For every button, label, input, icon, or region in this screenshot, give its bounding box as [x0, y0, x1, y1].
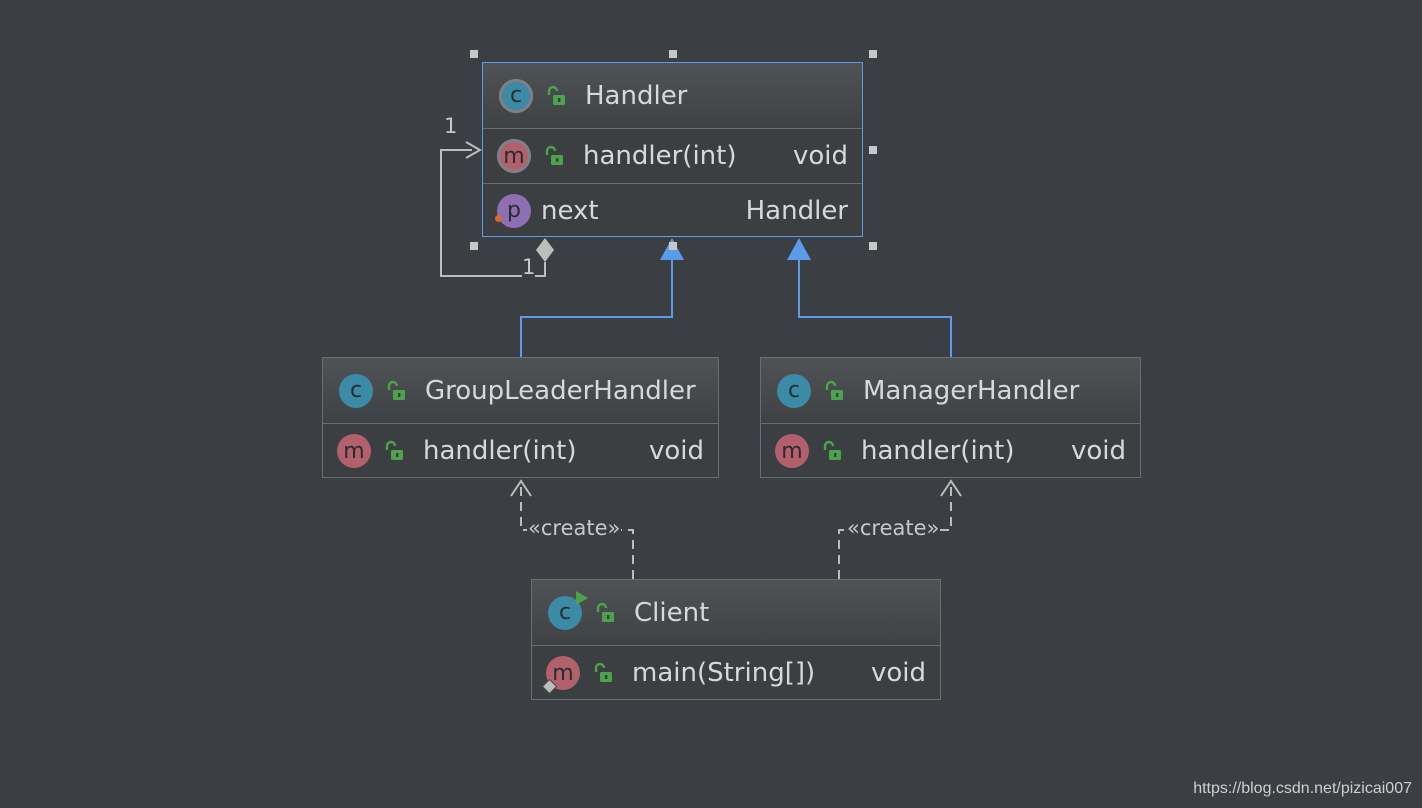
public-lock-icon — [387, 380, 405, 400]
self-association-line[interactable] — [440, 149, 546, 277]
class-header[interactable]: c GroupLeaderHandler — [323, 358, 718, 424]
create-stereotype-right: «create» — [846, 516, 941, 540]
method-return-type: void — [792, 141, 848, 171]
method-return-type: void — [870, 658, 926, 688]
method-row[interactable]: m handler(int) void — [483, 129, 862, 183]
inheritance-arrowhead-manager — [787, 238, 811, 260]
class-name: Client — [634, 597, 710, 628]
class-icon: c — [777, 373, 811, 408]
class-header[interactable]: c ManagerHandler — [761, 358, 1140, 424]
public-lock-icon — [594, 662, 612, 682]
method-row[interactable]: m handler(int) void — [761, 424, 1140, 478]
multiplicity-target: 1 — [444, 114, 458, 138]
class-header[interactable]: c Handler — [483, 63, 862, 129]
field-name: next — [541, 195, 599, 226]
static-method-icon: m — [541, 656, 580, 695]
inheritance-line-groupleader[interactable] — [520, 258, 673, 357]
self-association-arrowhead — [465, 141, 483, 159]
public-lock-icon — [596, 602, 614, 622]
create-arrowhead-left — [510, 479, 532, 497]
resize-handle-bottom-left[interactable] — [470, 242, 478, 250]
resize-handle-right[interactable] — [869, 146, 877, 154]
resize-handle-top-right[interactable] — [869, 50, 877, 58]
method-name: handler(int) — [423, 436, 577, 466]
public-lock-icon — [823, 440, 841, 460]
public-lock-icon — [385, 440, 403, 460]
class-icon: c — [339, 373, 373, 408]
resize-handle-bottom-right[interactable] — [869, 242, 877, 250]
method-row[interactable]: m handler(int) void — [323, 424, 718, 478]
class-name: ManagerHandler — [863, 375, 1080, 406]
field-icon: p — [495, 193, 531, 228]
multiplicity-source: 1 — [522, 255, 536, 279]
resize-handle-bottom[interactable] — [669, 242, 677, 250]
public-lock-icon — [547, 85, 565, 105]
create-stereotype-left: «create» — [527, 516, 622, 540]
class-name: Handler — [585, 80, 688, 111]
method-row[interactable]: m main(String[]) void — [532, 646, 940, 700]
resize-handle-top[interactable] — [669, 50, 677, 58]
public-lock-icon — [545, 145, 563, 165]
public-lock-icon — [825, 380, 843, 400]
method-return-type: void — [1070, 436, 1126, 466]
abstract-class-icon: c — [499, 78, 533, 113]
runnable-class-icon: c — [548, 590, 588, 630]
create-arrowhead-right — [940, 479, 962, 497]
field-row[interactable]: p next Handler — [483, 183, 862, 237]
method-name: handler(int) — [583, 141, 737, 171]
method-name: main(String[]) — [632, 658, 816, 688]
field-type: Handler — [745, 195, 848, 226]
class-header[interactable]: c Client — [532, 580, 940, 646]
class-name: GroupLeaderHandler — [425, 375, 696, 406]
class-manager-handler[interactable]: c ManagerHandler m handler(int) void — [760, 357, 1141, 478]
method-name: handler(int) — [861, 436, 1015, 466]
method-return-type: void — [648, 436, 704, 466]
run-icon — [576, 590, 588, 605]
class-group-leader-handler[interactable]: c GroupLeaderHandler m handler(int) void — [322, 357, 719, 478]
abstract-method-icon: m — [497, 139, 531, 173]
method-icon: m — [337, 434, 371, 468]
method-icon: m — [775, 434, 809, 468]
class-client[interactable]: c Client m main(String[]) void — [531, 579, 941, 700]
watermark-url: https://blog.csdn.net/pizicai007 — [1193, 780, 1412, 797]
private-field-dot-icon — [495, 214, 502, 222]
inheritance-line-manager[interactable] — [798, 258, 952, 357]
static-diamond-icon — [541, 678, 558, 695]
aggregation-diamond — [536, 238, 554, 262]
resize-handle-top-left[interactable] — [470, 50, 478, 58]
class-handler[interactable]: c Handler m handler(int) void p next Han… — [482, 62, 863, 237]
